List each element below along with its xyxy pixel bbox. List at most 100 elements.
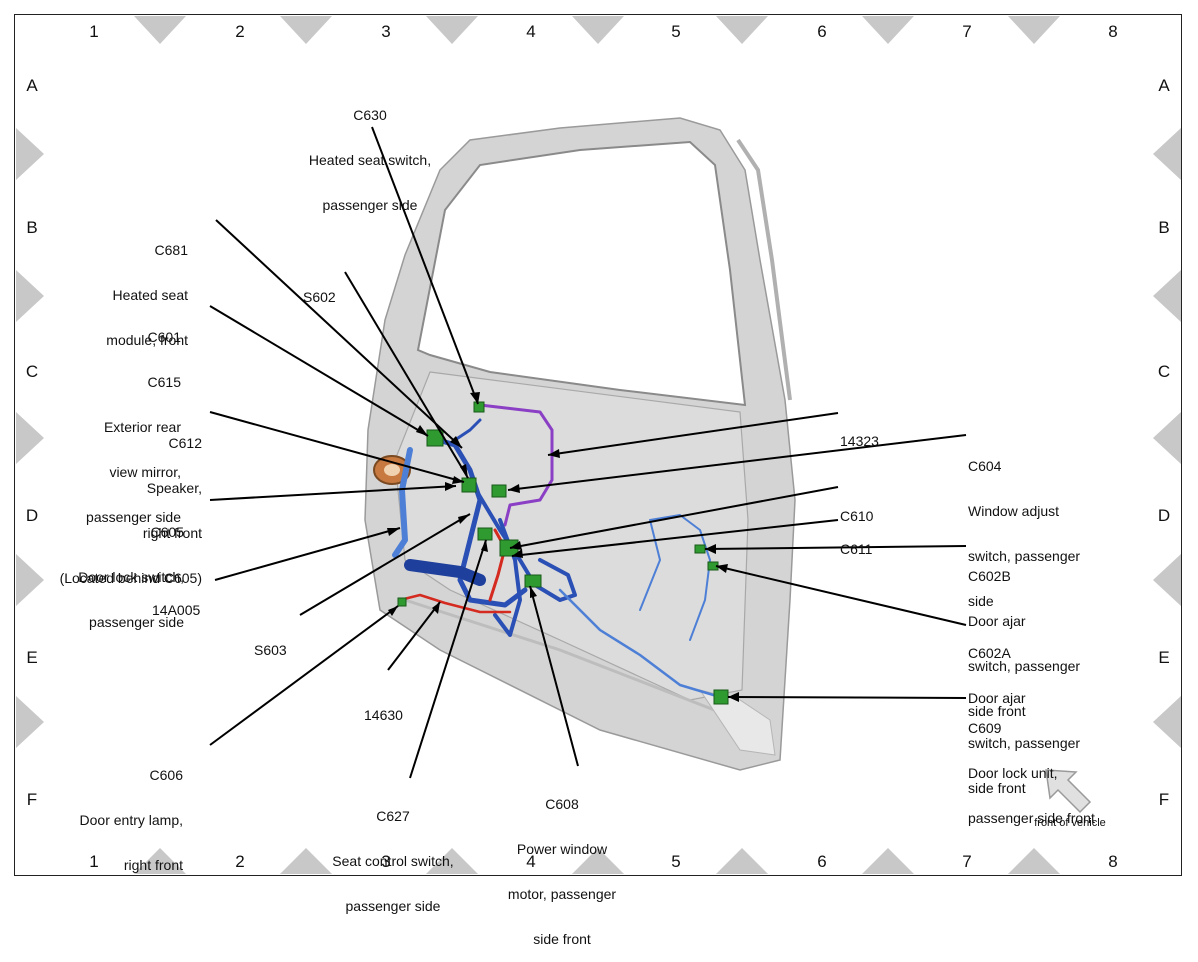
callout-c681-id: C681 bbox=[154, 242, 188, 258]
callout-c608-id: C608 bbox=[545, 796, 579, 812]
callout-c608: C608 Power window motor, passenger side … bbox=[482, 767, 642, 962]
grid-col-bottom-7: 7 bbox=[962, 852, 972, 871]
callout-c612-id: C612 bbox=[168, 435, 202, 451]
callout-c627-line1: Seat control switch, bbox=[332, 853, 454, 869]
grid-row-right-f: F bbox=[1158, 790, 1170, 809]
callout-14a005-id: 14A005 bbox=[152, 602, 201, 618]
callout-s603-id: S603 bbox=[254, 642, 287, 658]
door-wiring-diagram bbox=[16, 16, 1181, 874]
grid-col-top-8: 8 bbox=[1108, 22, 1118, 41]
callout-c681-line1: Heated seat bbox=[112, 287, 189, 303]
grid-col-top-4: 4 bbox=[526, 22, 536, 41]
callout-c602a-line1: Door ajar bbox=[968, 690, 1026, 706]
callout-c606-line2: right front bbox=[123, 857, 183, 873]
callout-c612-line2: right front bbox=[142, 525, 202, 541]
callout-c604-line1: Window adjust bbox=[968, 503, 1060, 519]
callout-c601-c615: C601 C615 Exterior rear view mirror, pas… bbox=[40, 300, 181, 540]
callout-c602a-line2: switch, passenger bbox=[968, 735, 1081, 751]
callout-c615-id: C615 bbox=[147, 374, 181, 390]
callout-c609-line1: Door lock unit, bbox=[968, 765, 1058, 781]
front-of-vehicle-label: front of vehicle bbox=[1034, 817, 1106, 829]
grid-row-left-b: B bbox=[26, 218, 38, 237]
grid-row-left-e: E bbox=[26, 648, 38, 667]
grid-col-top-6: 6 bbox=[817, 22, 827, 41]
callout-c602b-line3: side front bbox=[968, 703, 1026, 719]
callout-c610: C610 bbox=[840, 479, 873, 539]
callout-c630-line1: Heated seat switch, bbox=[308, 152, 432, 168]
callout-c630: C630 Heated seat switch, passenger side bbox=[265, 78, 475, 228]
grid-col-bottom-5: 5 bbox=[671, 852, 681, 871]
callout-c604-line3: side bbox=[968, 593, 994, 609]
grid-col-top-3: 3 bbox=[381, 22, 391, 41]
callout-c604-id: C604 bbox=[968, 458, 1002, 474]
grid-col-bottom-8: 8 bbox=[1108, 852, 1118, 871]
callout-c608-line3: side front bbox=[533, 931, 591, 947]
grid-col-bottom-1: 1 bbox=[89, 852, 99, 871]
callout-c612-line1: Speaker, bbox=[146, 480, 202, 496]
front-of-vehicle-arrow bbox=[1045, 769, 1092, 814]
callout-c627-line2: passenger side bbox=[345, 898, 441, 914]
callout-c606-id: C606 bbox=[149, 767, 183, 783]
grid-row-right-d: D bbox=[1157, 506, 1171, 525]
grid-col-top-2: 2 bbox=[235, 22, 245, 41]
grid-row-left-a: A bbox=[26, 76, 38, 95]
callout-s602: S602 bbox=[303, 260, 336, 320]
callout-c606-line1: Door entry lamp, bbox=[79, 812, 183, 828]
callout-c627: C627 Seat control switch, passenger side bbox=[300, 779, 486, 929]
speaker-ring bbox=[373, 455, 411, 485]
callout-14a005: 14A005 bbox=[152, 573, 200, 633]
callout-14630-id: 14630 bbox=[364, 707, 403, 723]
callout-c612: C612 Speaker, right front (Located behin… bbox=[20, 406, 202, 601]
callout-c611-id: C611 bbox=[840, 541, 873, 557]
grid-col-bottom-2: 2 bbox=[235, 852, 245, 871]
callout-c602a-id: C602A bbox=[968, 645, 1011, 661]
callout-c611: C611 bbox=[840, 512, 872, 572]
callout-c630-id: C630 bbox=[353, 107, 387, 123]
grid-col-bottom-6: 6 bbox=[817, 852, 827, 871]
grid-col-top-1: 1 bbox=[89, 22, 99, 41]
callout-c602a-line3: side front bbox=[968, 780, 1026, 796]
callout-c601-line1: Exterior rear bbox=[103, 419, 181, 435]
callout-c608-line2: motor, passenger bbox=[507, 886, 617, 902]
callout-c608-line1: Power window bbox=[516, 841, 608, 857]
grid-row-left-c: C bbox=[25, 362, 39, 381]
grid-row-right-a: A bbox=[1158, 76, 1170, 95]
leader-arrowheads bbox=[387, 392, 739, 702]
callout-c681: C681 Heated seat module, front bbox=[60, 213, 188, 363]
grid-row-left-f: F bbox=[26, 790, 38, 809]
callout-14323-id: 14323 bbox=[840, 433, 879, 449]
callout-c606: C606 Door entry lamp, right front bbox=[40, 738, 183, 888]
callout-c605-line1: Door lock switch, bbox=[78, 569, 184, 585]
callout-c602a: C602A Door ajar switch, passenger side f… bbox=[968, 616, 1080, 811]
callout-c602b-line2: switch, passenger bbox=[968, 658, 1081, 674]
callout-c609: C609 Door lock unit, passenger side fron… bbox=[968, 691, 1095, 841]
callout-c601-line2: view mirror, bbox=[109, 464, 181, 480]
callout-c601-line3: passenger side bbox=[86, 509, 181, 525]
callout-c609-id: C609 bbox=[968, 720, 1002, 736]
grid-row-right-e: E bbox=[1158, 648, 1170, 667]
callout-c604-line2: switch, passenger bbox=[968, 548, 1081, 564]
callout-c604: C604 Window adjust switch, passenger sid… bbox=[968, 429, 1080, 624]
grid-col-bottom-3: 3 bbox=[381, 852, 391, 871]
callout-c605-id: C605 bbox=[150, 524, 184, 540]
callout-c605: C605 Door lock switch, passenger side bbox=[40, 495, 184, 645]
grid-col-bottom-4: 4 bbox=[526, 852, 536, 871]
callout-s603: S603 bbox=[254, 613, 287, 673]
callout-14323: 14323 bbox=[840, 404, 879, 464]
connectors bbox=[397, 401, 729, 705]
grid-col-top-7: 7 bbox=[962, 22, 972, 41]
wiring-harness bbox=[392, 403, 722, 699]
grid-row-left-d: D bbox=[25, 506, 39, 525]
grid-markers bbox=[16, 16, 1181, 874]
callout-c612-line3: (Located behind C605) bbox=[59, 570, 202, 586]
callout-14630: 14630 bbox=[364, 678, 403, 738]
grid-col-top-5: 5 bbox=[671, 22, 681, 41]
door-shell bbox=[364, 117, 796, 771]
callout-c602b-line1: Door ajar bbox=[968, 613, 1026, 629]
callout-c681-line2: module, front bbox=[106, 332, 188, 348]
callout-s602-id: S602 bbox=[303, 289, 336, 305]
callout-c602b-id: C602B bbox=[968, 568, 1011, 584]
grid-row-right-b: B bbox=[1158, 218, 1170, 237]
callout-c605-line2: passenger side bbox=[89, 614, 184, 630]
callout-c627-id: C627 bbox=[376, 808, 410, 824]
